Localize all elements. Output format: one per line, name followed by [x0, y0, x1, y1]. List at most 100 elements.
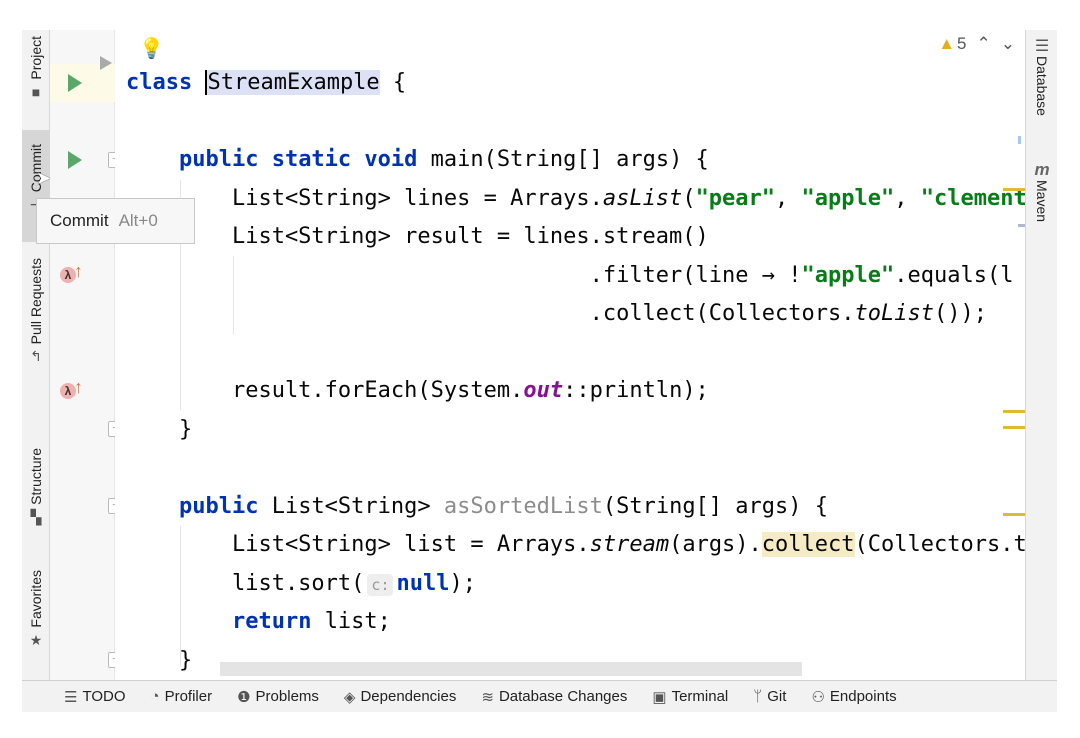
bottom-tab-label: Dependencies [360, 688, 457, 705]
change-marker [1018, 224, 1025, 227]
warning-stripe[interactable] [1003, 513, 1025, 516]
bottom-tab-label: Database Changes [498, 688, 628, 705]
problems-icon: ❶ [237, 688, 251, 706]
indent-guide [180, 526, 181, 666]
code-token [126, 147, 179, 172]
arrow-up-icon: ↑ [74, 261, 83, 281]
tooltip-label: Commit [50, 211, 109, 230]
tab-favorites[interactable]: Favorites ★ [22, 570, 50, 649]
code-line: public static void main(String[] args) { [126, 141, 709, 180]
arrow-up-icon: ↑ [74, 377, 83, 397]
code-token: return [231, 609, 325, 634]
bottom-tab-label: Terminal [671, 688, 729, 705]
code-token: "pear" [695, 185, 776, 211]
code-token: null [396, 570, 450, 596]
code-token: ()); [933, 301, 987, 326]
star-icon: ★ [29, 631, 43, 648]
bottom-tab-dependencies[interactable]: ◈Dependencies [344, 688, 456, 706]
tab-project[interactable]: Project ■ [22, 36, 50, 100]
warning-stripe[interactable] [1003, 188, 1025, 191]
code-token: public static void [178, 147, 431, 172]
indent-guide [233, 256, 234, 334]
tab-label: Structure [28, 448, 44, 505]
code-token: List<String> [271, 493, 444, 519]
warning-icon: ▲ [938, 34, 956, 53]
code-token: ); [449, 570, 476, 596]
commit-icon: ⊸ [30, 196, 42, 213]
dependencies-icon: ◈ [343, 688, 356, 706]
right-tool-strip: ☰ Database m Maven [1025, 30, 1057, 680]
left-tool-strip: Project ■ Commit ⊸ Pull Requests ↰ Struc… [22, 30, 50, 680]
previous-highlight-icon[interactable]: ⌃ [976, 34, 991, 53]
code-line: .collect(Collectors.toList()); [126, 295, 987, 334]
todo-icon: ☰ [64, 688, 78, 706]
code-token: List<String> result = lines.stream() [126, 224, 709, 249]
bottom-tab-label: Problems [255, 688, 319, 705]
inspection-widget[interactable]: ▲ 5 ⌃ ⌄ [938, 34, 1015, 54]
indent-guide [180, 180, 181, 410]
code-token: (args). [669, 532, 762, 557]
code-token: asList [602, 185, 683, 211]
code-token: toList [854, 301, 934, 326]
code-line: result.forEach(System.out::println); [126, 372, 709, 411]
tab-database[interactable]: ☰ Database [1026, 36, 1057, 116]
code-line: } [126, 642, 192, 681]
ide-window: Project ■ Commit ⊸ Pull Requests ↰ Struc… [22, 30, 1057, 712]
editor-gutter [50, 30, 115, 680]
next-highlight-icon[interactable]: ⌄ [1000, 34, 1015, 53]
code-token: public [178, 493, 272, 519]
warning-stripe[interactable] [1003, 410, 1025, 413]
run-main-icon[interactable] [68, 151, 82, 169]
tab-label: Pull Requests [28, 258, 44, 345]
bottom-tab-database-changes[interactable]: ≋Database Changes [481, 688, 627, 706]
tab-pull-requests[interactable]: Pull Requests ↰ [22, 258, 50, 365]
mouse-cursor-icon: ➤ [36, 168, 52, 188]
code-editor[interactable]: 💡 class StreamExample { public static vo… [115, 30, 1025, 680]
code-token: .equals(l [894, 262, 1014, 288]
code-token [126, 609, 232, 634]
git-icon: ᛘ [753, 688, 763, 705]
horizontal-scrollbar[interactable] [220, 662, 802, 676]
lambda-icon[interactable]: λ [60, 267, 76, 283]
code-token: class [126, 70, 206, 95]
lightbulb-icon[interactable]: 💡 [139, 38, 164, 60]
code-token: .filter(line → ! [126, 262, 802, 288]
code-token: (Collectors.t [854, 532, 1025, 557]
code-line: return list; [126, 603, 391, 642]
bottom-tab-endpoints[interactable]: ⚇Endpoints [811, 688, 896, 706]
code-token: { [379, 70, 407, 95]
bottom-tab-label: Endpoints [829, 688, 897, 705]
code-token: asSortedList [443, 493, 603, 519]
code-line: List<String> result = lines.stream() [126, 218, 709, 257]
code-line: List<String> list = Arrays.stream(args).… [126, 526, 1025, 565]
tab-maven[interactable]: m Maven [1026, 160, 1057, 222]
lambda-icon[interactable]: λ [60, 383, 76, 399]
tab-structure[interactable]: Structure ▚ [22, 448, 50, 526]
code-token: result.forEach(System. [126, 378, 524, 403]
code-token: "apple" [801, 262, 895, 288]
code-token: S [205, 70, 221, 95]
endpoints-icon: ⚇ [811, 688, 825, 706]
code-token: list; [324, 609, 391, 634]
bottom-tab-profiler[interactable]: ◔Profiler [151, 688, 213, 705]
maven-icon: m [1034, 160, 1050, 179]
bottom-tab-terminal[interactable]: ▣Terminal [652, 688, 728, 706]
database-icon: ☰ [1034, 38, 1050, 55]
code-token: treamExample [220, 70, 380, 95]
code-token: , [894, 185, 921, 211]
code-token: List<String> list = Arrays. [126, 532, 590, 557]
code-token: List<String> lines = Arrays. [126, 185, 603, 211]
change-marker [1018, 136, 1021, 144]
bottom-tab-todo[interactable]: ☰TODO [64, 688, 126, 706]
folder-icon: ■ [31, 83, 41, 100]
run-class-icon[interactable] [68, 74, 82, 92]
code-token: , [775, 185, 802, 211]
tab-label: Favorites [28, 570, 44, 628]
breakpoint-arrow-icon [100, 56, 112, 70]
warning-stripe[interactable] [1003, 426, 1025, 429]
code-token: list.sort( [126, 570, 365, 596]
tab-label: Maven [1034, 180, 1050, 223]
